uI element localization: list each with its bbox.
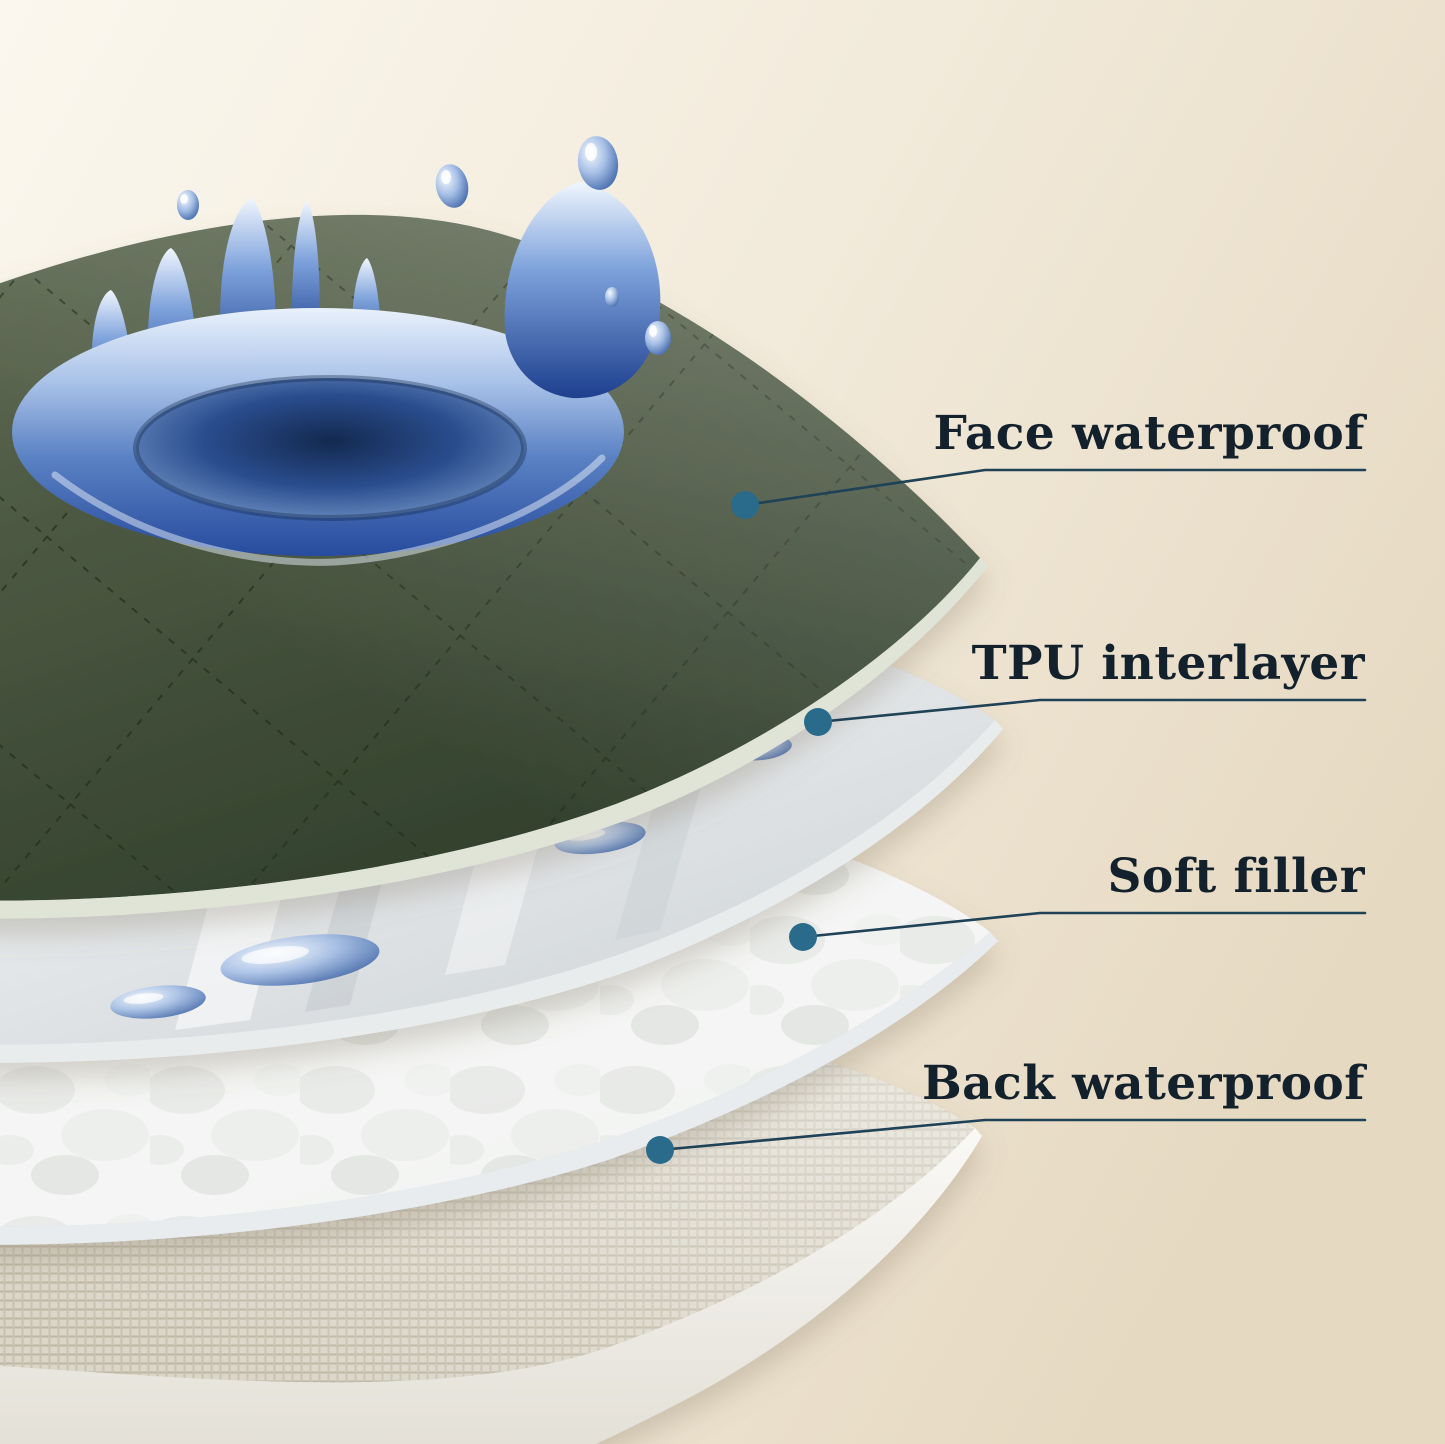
- label-tpu-interlayer: TPU interlayer: [971, 636, 1365, 691]
- water-splash-illustration: [12, 136, 671, 566]
- back-layer-edge: [0, 1128, 982, 1444]
- label-back-waterproof: Back waterproof: [921, 1056, 1365, 1111]
- label-face-waterproof: Face waterproof: [933, 406, 1365, 461]
- callout-line: [743, 468, 1367, 507]
- callout-dot: [731, 491, 759, 519]
- callout-line: [816, 698, 1367, 724]
- label-soft-filler: Soft filler: [1107, 849, 1365, 904]
- callout-dot: [804, 708, 832, 736]
- splash-droplet: [605, 287, 619, 307]
- callout-dot: [789, 923, 817, 951]
- callout-soft-filler: [789, 911, 1367, 951]
- splash-wave: [504, 182, 661, 399]
- callout-tpu-interlayer: [804, 698, 1367, 736]
- splash-droplet-highlight: [585, 143, 597, 161]
- filler-layer-edge: [0, 932, 998, 1245]
- water-droplet: [110, 985, 206, 1019]
- callouts: [646, 468, 1367, 1164]
- splash-droplet: [645, 321, 671, 355]
- splash-droplet-highlight: [649, 325, 657, 337]
- water-droplet-highlight: [241, 946, 309, 964]
- water-droplet: [220, 934, 380, 986]
- callout-line: [801, 911, 1367, 939]
- callout-back-waterproof: [646, 1118, 1367, 1164]
- water-droplet-highlight: [123, 993, 164, 1004]
- splash-inner-rim: [133, 375, 527, 521]
- splash-droplet-highlight: [441, 170, 451, 184]
- splash-droplet-highlight: [180, 194, 188, 204]
- splash-inner-pool: [136, 378, 524, 518]
- callout-line: [658, 1118, 1367, 1152]
- callout-dot: [646, 1136, 674, 1164]
- tpu-layer-edge: [0, 720, 1003, 1063]
- splash-rim-highlight: [51, 454, 606, 566]
- face-layer-edge: [0, 558, 988, 919]
- splash-droplet: [177, 190, 199, 220]
- callout-face-waterproof: [731, 468, 1367, 519]
